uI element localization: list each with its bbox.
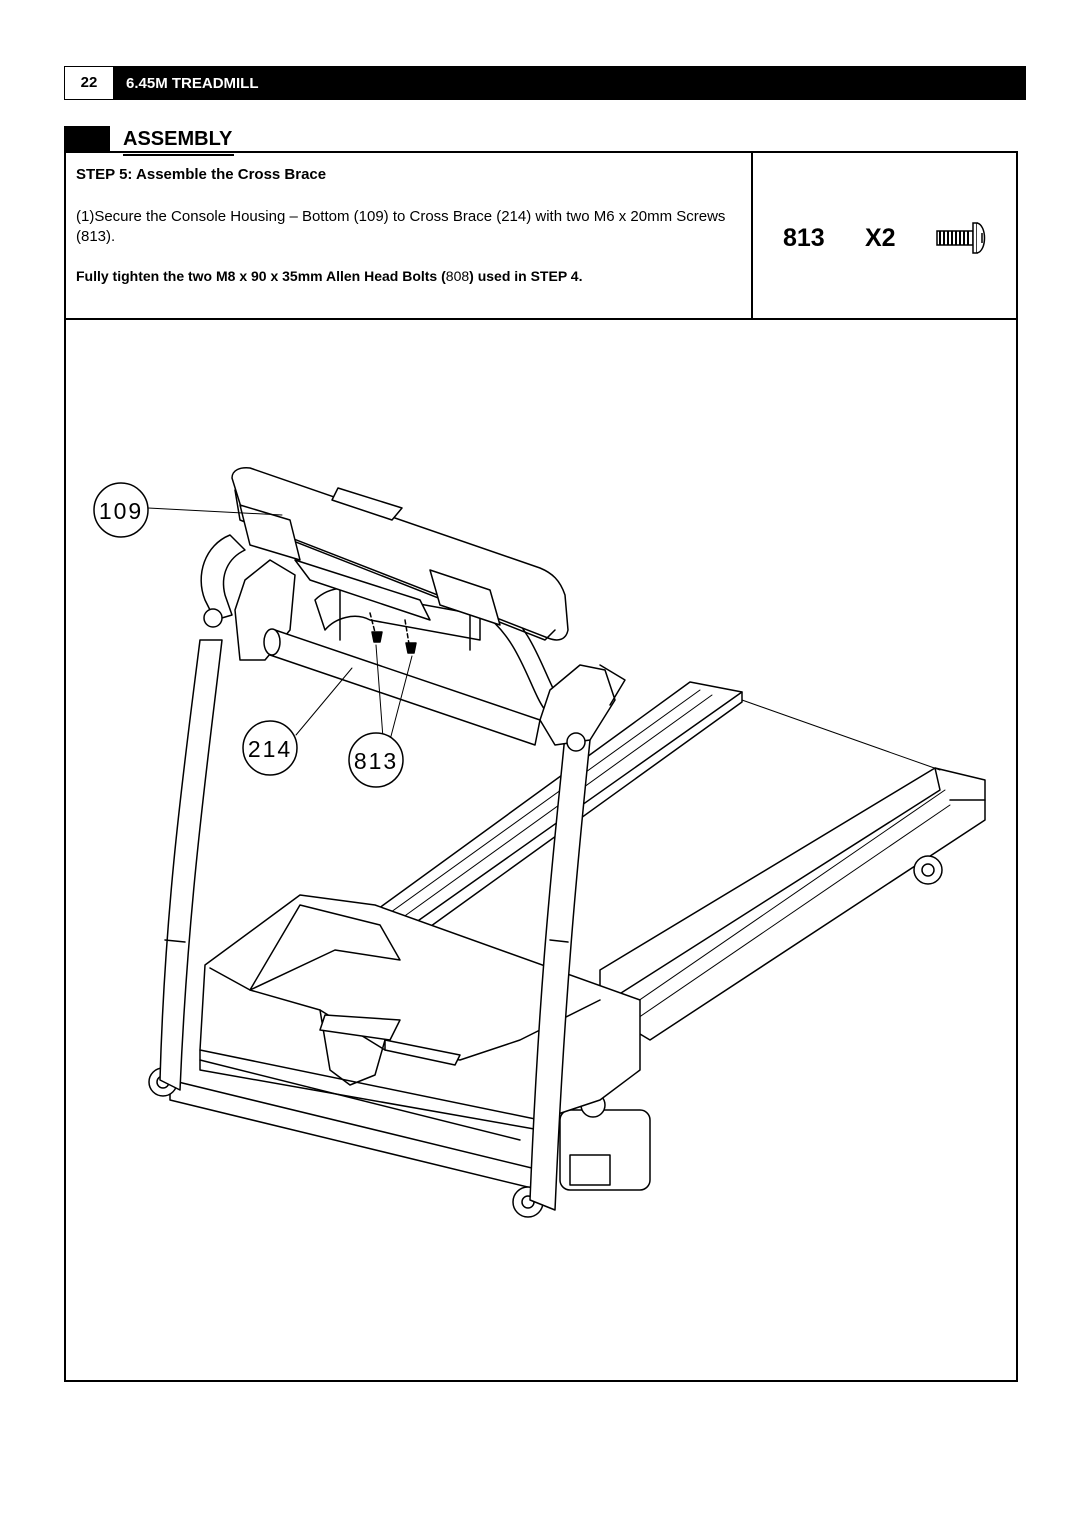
note-part-ref: 808 xyxy=(445,268,470,284)
console xyxy=(231,467,569,641)
step-title: Assemble the Cross Brace xyxy=(136,166,327,183)
uprights xyxy=(159,639,591,1211)
treadmill-diagram: 109 214 813 xyxy=(93,467,986,1218)
note-text-start: Fully tighten the two M8 x 90 x 35mm All… xyxy=(76,268,446,284)
step-separator: : xyxy=(127,166,137,183)
callout-813-label: 813 xyxy=(354,748,398,774)
instruction-text: (1)Secure the Console Housing – Bottom (… xyxy=(76,208,726,245)
note-text-end: ) used in STEP 4. xyxy=(469,268,583,284)
step-heading: STEP 5: Assemble the Cross Brace xyxy=(76,166,326,183)
instruction-cell xyxy=(64,151,753,320)
step-label: STEP 5 xyxy=(76,166,128,183)
section-marker xyxy=(64,126,110,151)
parts-cell xyxy=(751,151,1018,320)
header-bar xyxy=(64,66,1026,100)
tighten-note: Fully tighten the two M8 x 90 x 35mm All… xyxy=(76,268,746,284)
screw-icon xyxy=(936,222,986,254)
cross-brace-screws xyxy=(369,612,417,654)
running-deck xyxy=(359,681,986,1041)
leader-lines xyxy=(147,507,413,741)
callout-109: 109 xyxy=(93,482,149,538)
callout-109-label: 109 xyxy=(99,498,143,524)
callout-214: 214 xyxy=(242,720,298,776)
callout-214-label: 214 xyxy=(248,736,292,762)
section-title: ASSEMBLY xyxy=(123,124,235,156)
product-title: 6.45M TREADMILL xyxy=(126,75,259,92)
part-number: 813 xyxy=(783,224,825,252)
cross-brace xyxy=(263,587,541,746)
callout-813: 813 xyxy=(348,732,404,788)
motor-hood xyxy=(199,894,641,1131)
page-number: 22 xyxy=(64,66,114,100)
part-quantity: X2 xyxy=(865,224,896,252)
instruction-frame xyxy=(64,151,1018,1382)
